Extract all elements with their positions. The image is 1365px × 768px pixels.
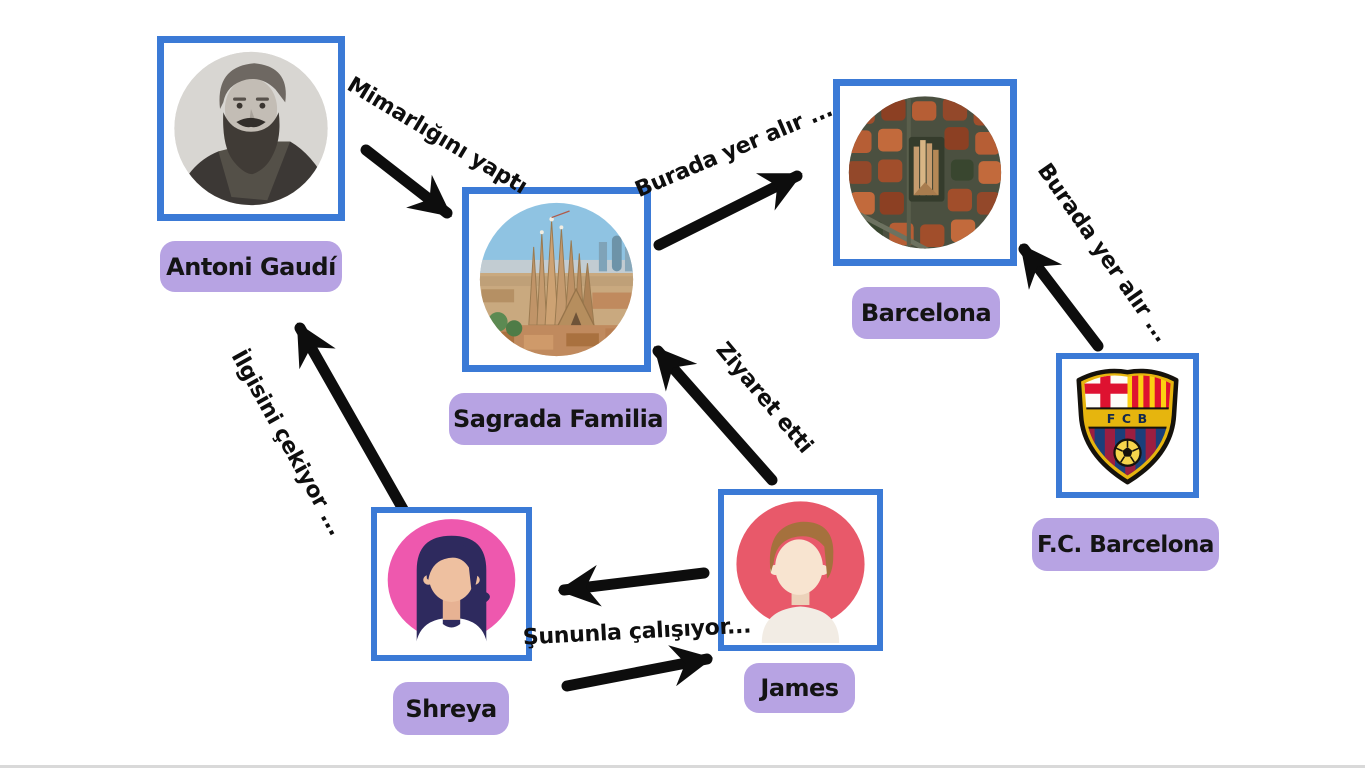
node-label-sagrada-familia: Sagrada Familia [449,393,667,445]
arrow-sagrada-to-barcelona [653,170,803,251]
node-sagrada-familia [462,187,651,372]
crest-text: F C B [1107,411,1149,426]
node-label-james: James [744,663,855,713]
arrow-shreya-to-gaudi [294,322,414,524]
arrow-gaudi-to-sagrada [360,144,453,219]
node-label-fc-barcelona: F.C. Barcelona [1032,518,1219,571]
node-fc-barcelona: F C B [1056,353,1199,498]
bottom-border-artifact [0,765,1365,768]
arrow-fcb-to-barcelona [1018,243,1104,352]
arrow-james-to-sagrada [652,345,778,486]
node-label-text: James [760,674,839,702]
node-label-shreya: Shreya [393,682,509,735]
node-label-text: F.C. Barcelona [1037,531,1214,558]
node-label-antoni-gaudi: Antoni Gaudí [160,241,342,292]
node-antoni-gaudi [157,36,345,221]
woman-avatar [379,515,524,653]
node-james [718,489,883,651]
node-label-barcelona: Barcelona [852,287,1000,339]
man-avatar [726,497,875,643]
node-label-text: Barcelona [860,299,992,327]
node-shreya [371,507,532,661]
arrow-james-to-shreya [557,564,710,607]
node-label-text: Antoni Gaudí [166,252,336,281]
node-label-text: Shreya [405,694,497,723]
barcelona-aerial-photo [848,96,1002,249]
node-barcelona [833,79,1017,266]
node-label-text: Sagrada Familia [453,405,664,433]
arrow-shreya-to-james [561,645,714,692]
fc-barcelona-crest: F C B [1076,368,1179,485]
antoni-gaudi-portrait [174,51,328,206]
sagrada-familia-photo [479,202,634,357]
